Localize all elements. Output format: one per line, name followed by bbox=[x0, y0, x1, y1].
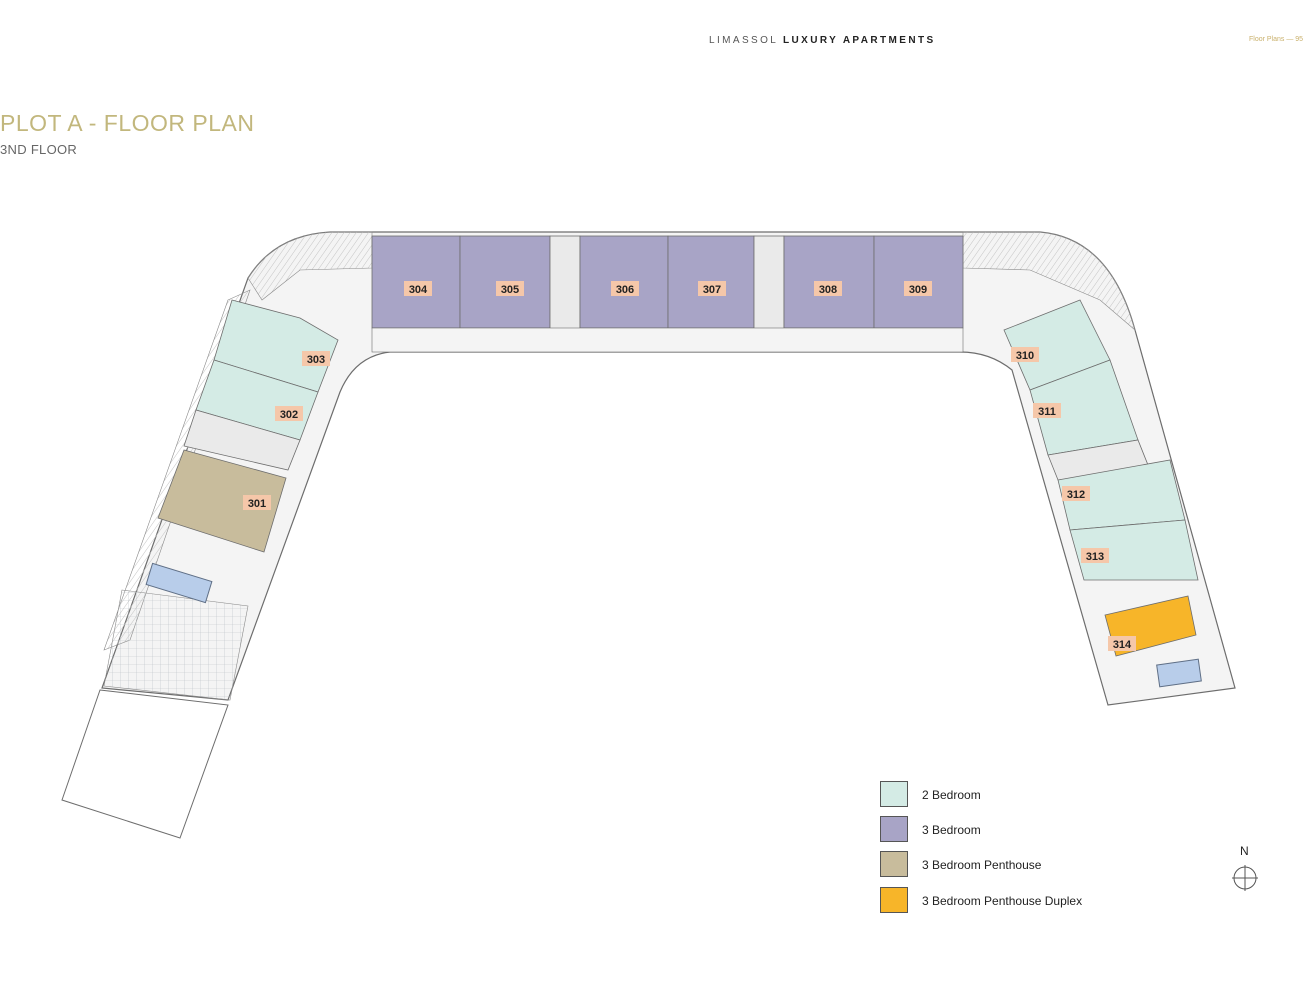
svg-text:308: 308 bbox=[819, 284, 837, 296]
svg-text:314: 314 bbox=[1113, 639, 1132, 651]
legend-label-2-bedroom: 2 Bedroom bbox=[922, 788, 981, 802]
page-title: PLOT A - FLOOR PLAN bbox=[0, 110, 255, 136]
svg-text:310: 310 bbox=[1016, 350, 1034, 362]
unit-label-304: 304 bbox=[404, 281, 432, 296]
legend-swatch-2-bedroom bbox=[880, 781, 908, 807]
core-left bbox=[183, 409, 301, 471]
unit-label-308: 308 bbox=[814, 281, 842, 296]
unit-label-301: 301 bbox=[243, 495, 271, 510]
svg-text:304: 304 bbox=[409, 284, 428, 296]
legend-item-2-bedroom: 2 Bedroom bbox=[880, 781, 1200, 811]
page-info: Floor Plans — 95 bbox=[1249, 36, 1304, 43]
north-label: N bbox=[1240, 844, 1249, 858]
svg-text:311: 311 bbox=[1038, 406, 1056, 418]
svg-text:306: 306 bbox=[616, 284, 634, 296]
svg-text:305: 305 bbox=[501, 284, 519, 296]
legend-item-3-bedroom-penthouse-duplex: 3 Bedroom Penthouse Duplex bbox=[880, 887, 1200, 917]
unit-301-area bbox=[157, 449, 287, 553]
legend-label-3-bedroom-penthouse: 3 Bedroom Penthouse bbox=[922, 858, 1042, 872]
unit-313-area bbox=[1069, 519, 1199, 581]
legend-swatch-3-bedroom bbox=[880, 816, 908, 842]
pool-right bbox=[1156, 658, 1202, 688]
unit-label-314: 314 bbox=[1108, 636, 1136, 651]
page-subtitle: 3ND FLOOR bbox=[0, 142, 78, 157]
unit-label-303: 303 bbox=[302, 351, 330, 366]
unit-label-302: 302 bbox=[275, 406, 303, 421]
core-top-left bbox=[549, 235, 581, 347]
brand-light-text: LIMASSOL bbox=[709, 35, 778, 46]
legend-label-3-bedroom-penthouse-duplex: 3 Bedroom Penthouse Duplex bbox=[922, 894, 1083, 908]
legend-label-3-bedroom: 3 Bedroom bbox=[922, 823, 981, 837]
lower-left-deck bbox=[103, 589, 249, 701]
svg-text:309: 309 bbox=[909, 284, 927, 296]
svg-text:312: 312 bbox=[1067, 489, 1085, 501]
unit-label-307: 307 bbox=[698, 281, 726, 296]
terrace-hatch-right bbox=[962, 231, 1136, 331]
unit-label-311: 311 bbox=[1033, 403, 1061, 418]
unit-label-310: 310 bbox=[1011, 347, 1039, 362]
brand-bold-text: LUXURY APARTMENTS bbox=[783, 35, 936, 46]
legend-item-3-bedroom-penthouse: 3 Bedroom Penthouse bbox=[880, 851, 1200, 881]
balcony-strip bbox=[371, 327, 964, 353]
unit-label-312: 312 bbox=[1062, 486, 1090, 501]
svg-text:307: 307 bbox=[703, 284, 721, 296]
unit-308-area bbox=[783, 235, 875, 329]
legend-item-3-bedroom: 3 Bedroom bbox=[880, 816, 1200, 846]
pool-left bbox=[145, 562, 213, 604]
svg-text:313: 313 bbox=[1086, 551, 1104, 563]
legend-swatch-3-bedroom-penthouse-duplex bbox=[880, 887, 908, 913]
lower-left-slab bbox=[61, 689, 229, 839]
unit-label-305: 305 bbox=[496, 281, 524, 296]
legend-swatch-3-bedroom-penthouse bbox=[880, 851, 908, 877]
unit-label-306: 306 bbox=[611, 281, 639, 296]
svg-text:301: 301 bbox=[248, 498, 266, 510]
unit-label-309: 309 bbox=[904, 281, 932, 296]
north-arrow-icon bbox=[1232, 865, 1258, 891]
unit-label-313: 313 bbox=[1081, 548, 1109, 563]
svg-text:303: 303 bbox=[307, 354, 325, 366]
svg-text:302: 302 bbox=[280, 409, 298, 421]
brand-header: LIMASSOL LUXURY APARTMENTS bbox=[709, 35, 936, 46]
